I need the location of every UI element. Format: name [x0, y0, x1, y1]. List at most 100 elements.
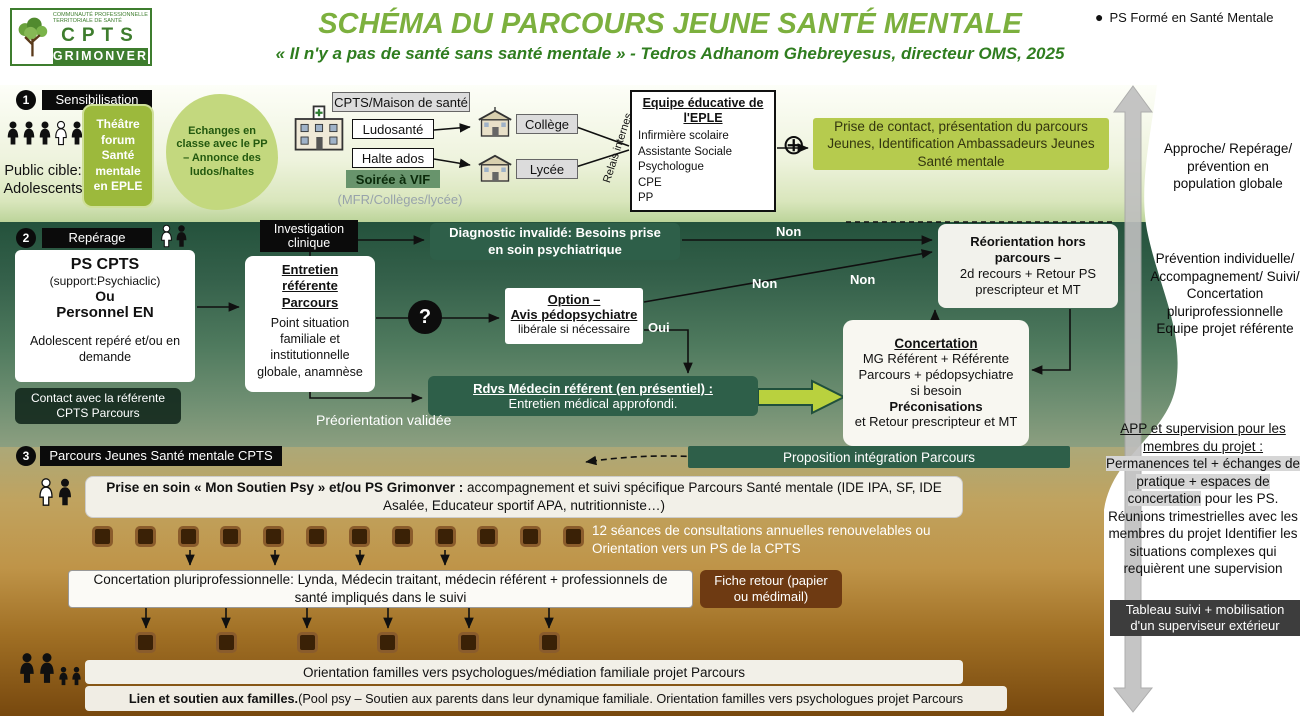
- care-pair-icons: [38, 478, 73, 506]
- non-label: Non: [776, 224, 802, 239]
- question-mark-icon: ?: [408, 300, 442, 334]
- epe-team-title: Equipe éducative de l'EPLE: [642, 96, 764, 125]
- investigation-label: Investigation clinique: [260, 220, 358, 252]
- tree-icon: [18, 17, 48, 57]
- note-approche: Approche/ Repérage/ prévention en popula…: [1163, 141, 1293, 192]
- reorientation-text: 2d recours + Retour PS prescripteur et M…: [959, 266, 1097, 298]
- college-label: Collège: [516, 114, 578, 134]
- reorientation-box: Réorientation hors parcours – 2d recours…: [938, 224, 1118, 308]
- session-square: [296, 632, 318, 653]
- step3-label: Parcours Jeunes Santé mentale CPTS: [40, 446, 282, 466]
- exchanges-cloud: Echanges en classe avec le PP – Annonce …: [166, 94, 278, 210]
- session-square: [92, 526, 113, 547]
- audience-label-line2: Adolescents: [3, 181, 83, 198]
- legend-text: PS Formé en Santé Mentale: [1109, 9, 1274, 25]
- session-square: [458, 632, 480, 653]
- epe-team-item: Psychologue: [638, 161, 704, 174]
- session-square: [263, 526, 285, 547]
- prise-en-soin-bold: Prise en soin « Mon Soutien Psy » et/ou …: [106, 480, 464, 496]
- seances-text: 12 séances de consultations annuelles re…: [592, 523, 931, 556]
- lien-familles-bold: Lien et soutien aux familles.: [128, 691, 299, 706]
- org-fullname: COMMUNAUTÉ PROFESSIONNELLE TERRITORIALE …: [52, 12, 148, 25]
- audience-label: Public cible: Adolescents: [0, 162, 86, 198]
- app-line3: pour les PS. Réunions trimestrielles ave…: [1108, 491, 1298, 542]
- entretien-text: Point situation familiale et institution…: [257, 315, 363, 379]
- session-square: [562, 526, 584, 547]
- app-line4: Identifier les situations complexes qui …: [1123, 526, 1298, 577]
- entretien-box: Entretien référente Parcours Point situa…: [245, 256, 375, 392]
- ludosante-box: Ludosanté: [352, 119, 434, 139]
- session-square: [306, 526, 328, 547]
- session-square: [377, 632, 399, 653]
- oui-label: Oui: [648, 320, 670, 335]
- audience-label-line1: Public cible:: [4, 163, 82, 179]
- referral-pair-icons: [160, 224, 188, 248]
- lien-familles-bar: Lien et soutien aux familles. (Pool psy …: [85, 686, 1007, 711]
- session-square: [434, 526, 456, 547]
- green-arrow-icon: [757, 379, 847, 415]
- org-name: GRIMONVER: [52, 48, 148, 64]
- epe-team-item: CPE: [638, 176, 662, 189]
- option-box: Option – Avis pédopsychiatre libérale si…: [505, 288, 643, 344]
- concertation-pluri-box: Concertation pluriprofessionnelle: Lynda…: [68, 570, 693, 608]
- lien-familles-text: (Pool psy – Soutien aux parents dans leu…: [298, 691, 964, 706]
- theatre-forum-box: Théâtre forum Santé mentale en EPLE: [82, 104, 154, 208]
- diagnostic-box: Diagnostic invalidé: Besoins prise en so…: [430, 223, 680, 260]
- preorientation-label: Préorientation validée: [316, 412, 452, 428]
- session-square: [134, 526, 156, 547]
- session-square: [220, 526, 242, 547]
- target-icon: ⊕: [782, 129, 806, 160]
- step3-badge: 3: [16, 446, 36, 466]
- reorientation-title: Réorientation hors parcours –: [970, 233, 1086, 265]
- step2-label: Repérage: [42, 228, 152, 248]
- halte-ados-box: Halte ados: [352, 148, 434, 168]
- tableau-suivi-box: Tableau suivi + mobilisation d'un superv…: [1110, 600, 1300, 636]
- session-squares-row2: [135, 632, 560, 653]
- option-text: libérale si nécessaire: [517, 322, 631, 336]
- session-square: [391, 526, 413, 547]
- epe-team-item: Infirmière scolaire: [638, 130, 729, 142]
- legend-ps-forme: ● PS Formé en Santé Mentale: [1095, 9, 1295, 25]
- cpts-maison-box: CPTS/Maison de santé: [332, 92, 470, 112]
- epe-team-item: PP: [638, 192, 654, 205]
- entretien-title: Entretien référente Parcours: [281, 262, 339, 310]
- familles-icons: [18, 648, 82, 688]
- session-square: [538, 632, 560, 653]
- non-label: Non: [850, 272, 876, 287]
- ps-cpts-box: PS CPTS (support:Psychiaclic) Ou Personn…: [15, 250, 195, 382]
- lycee-icon: [478, 154, 512, 182]
- page-title: SCHÉMA DU PARCOURS JEUNE SANTÉ MENTALE: [318, 8, 1022, 40]
- prise-en-soin-box: Prise en soin « Mon Soutien Psy » et/ou …: [85, 476, 963, 518]
- prise-en-soin-text: accompagnement et suivi spécifique Parco…: [383, 480, 942, 513]
- concertation-preconisations: Préconisations: [889, 399, 983, 415]
- app-supervision-text: APP et supervision pour les membres du p…: [1106, 420, 1300, 578]
- ps-cpts-support: (support:Psychiaclic): [49, 274, 161, 288]
- session-square: [348, 526, 370, 547]
- concertation-end: et Retour prescripteur et MT: [854, 414, 1018, 430]
- legend-dot-icon: ●: [1095, 9, 1104, 25]
- session-square: [177, 526, 199, 547]
- page-subtitle: « Il n'y a pas de santé sans santé menta…: [275, 44, 1065, 63]
- epe-team-box: Equipe éducative de l'EPLE Infirmière sc…: [630, 90, 776, 212]
- step2-badge: 2: [16, 228, 36, 248]
- concertation-title: Concertation: [894, 335, 978, 351]
- session-square: [477, 526, 499, 547]
- rdv-box: Rdvs Médecin référent (en présentiel) : …: [428, 376, 758, 416]
- session-square: [135, 632, 156, 653]
- option-subtitle: Avis pédopsychiatre: [510, 307, 638, 322]
- epe-team-item: Assistante Sociale: [638, 145, 732, 158]
- session-square: [215, 632, 237, 653]
- proposition-bar: Proposition intégration Parcours: [688, 446, 1070, 468]
- orientation-familles-box: Orientation familles vers psychologues/m…: [85, 660, 963, 684]
- concertation-text: MG Référent + Référente Parcours + pédop…: [858, 350, 1014, 399]
- org-logo: COMMUNAUTÉ PROFESSIONNELLE TERRITORIALE …: [10, 8, 152, 66]
- lycee-label: Lycée: [516, 159, 578, 179]
- rdv-text: Entretien médical approfondi.: [508, 396, 678, 411]
- note-prevention: Prévention individuelle/ Accompagnement/…: [1150, 251, 1300, 337]
- ps-cpts-title: PS CPTS: [70, 256, 140, 273]
- contact-referente-box: Contact avec la référente CPTS Parcours: [15, 388, 181, 424]
